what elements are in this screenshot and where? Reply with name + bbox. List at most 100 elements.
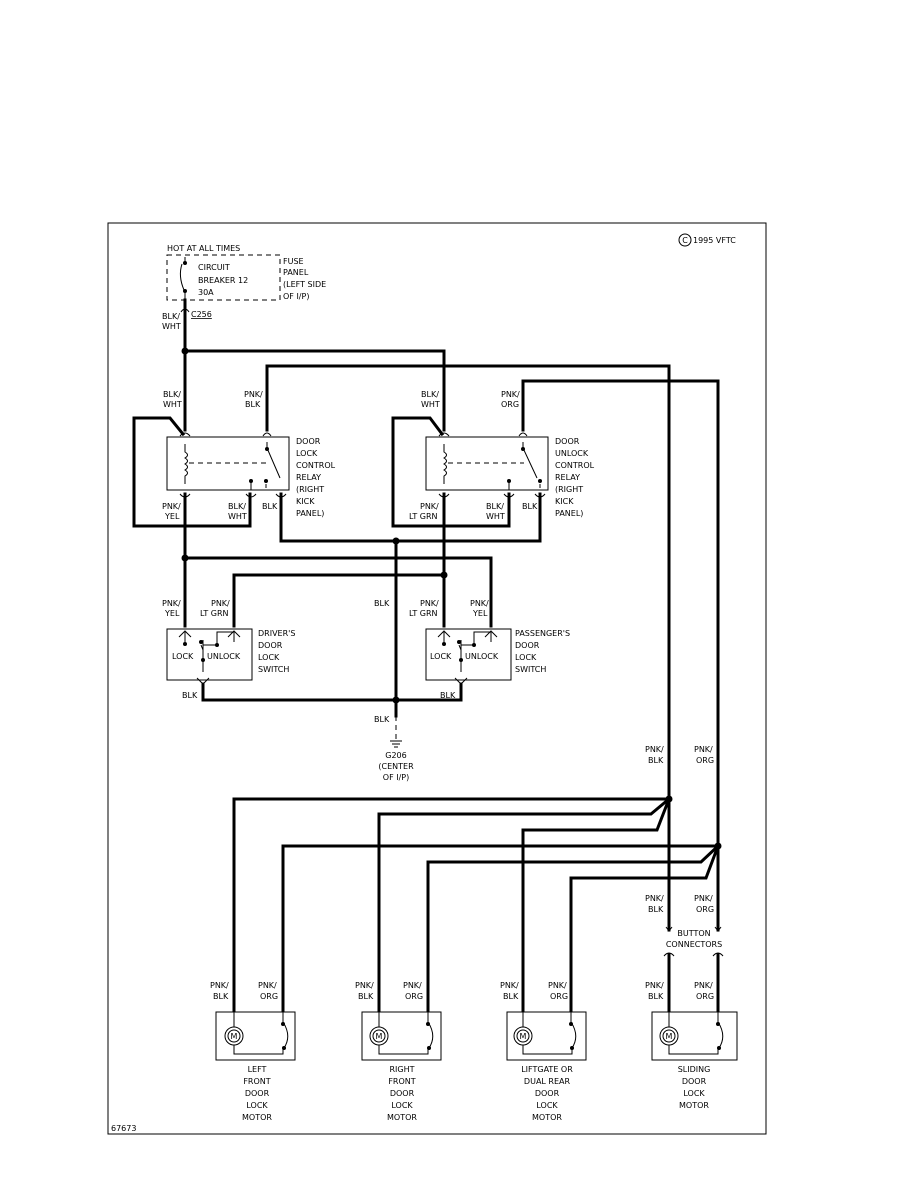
button-connectors-label-2: CONNECTORS bbox=[666, 940, 722, 949]
ground-label-2: (CENTER bbox=[378, 762, 414, 771]
wire-label-drv-yel-2: YEL bbox=[164, 609, 180, 618]
ground-label-1: G206 bbox=[385, 751, 406, 760]
motor-4-label-4: MOTOR bbox=[679, 1101, 709, 1110]
unlock-relay-label-7: PANEL) bbox=[555, 509, 583, 518]
passengers-door-lock-switch bbox=[425, 628, 512, 685]
motor-1-label-1: LEFT bbox=[248, 1065, 267, 1074]
fuse-panel-3: (LEFT SIDE bbox=[283, 280, 326, 289]
passenger-switch-label-4: SWITCH bbox=[515, 665, 546, 674]
wire-label-btn-pnkblk-1: PNK/ bbox=[645, 894, 664, 903]
motor-3-label-2: DUAL REAR bbox=[524, 1077, 571, 1086]
motor-3-label-5: MOTOR bbox=[532, 1113, 562, 1122]
motor-icon: M bbox=[231, 1032, 238, 1041]
figure-id: 67673 bbox=[111, 1124, 136, 1133]
lock-relay-label-5: (RIGHT bbox=[296, 485, 324, 494]
lock-relay-label-7: PANEL) bbox=[296, 509, 324, 518]
driver-switch-label-1: DRIVER'S bbox=[258, 629, 295, 638]
motor-3-label-1: LIFTGATE OR bbox=[521, 1065, 573, 1074]
motor-icon: M bbox=[666, 1032, 673, 1041]
wire-label-lock-relay-yel-1: PNK/ bbox=[162, 502, 181, 511]
passenger-switch-unlock: UNLOCK bbox=[465, 652, 499, 661]
driver-switch-label-4: SWITCH bbox=[258, 665, 289, 674]
hot-at-all-times: HOT AT ALL TIMES bbox=[167, 244, 240, 253]
m1-label-pnkorg-2: ORG bbox=[260, 992, 278, 1001]
passenger-switch-label-3: LOCK bbox=[515, 653, 537, 662]
passenger-switch-label-2: DOOR bbox=[515, 641, 540, 650]
liftgate-door-lock-motor: M bbox=[506, 1011, 587, 1061]
motor-2-label-2: FRONT bbox=[388, 1077, 415, 1086]
wire-label-btn-pnkorg-2: ORG bbox=[696, 905, 714, 914]
motor-4-label-2: DOOR bbox=[682, 1077, 707, 1086]
wire-label-lock-relay-pnkblk-1: PNK/ bbox=[244, 390, 263, 399]
ground-label-3: OF I/P) bbox=[383, 773, 409, 782]
motor-1-label-5: MOTOR bbox=[242, 1113, 272, 1122]
wire-label-btn-pnkblk-2: BLK bbox=[648, 905, 664, 914]
wire-label-pas-grn-1: PNK/ bbox=[420, 599, 439, 608]
wire-label-right-pnkblk-2: BLK bbox=[648, 756, 664, 765]
passenger-switch-label-1: PASSENGER'S bbox=[515, 629, 570, 638]
driver-switch-unlock: UNLOCK bbox=[207, 652, 241, 661]
passenger-switch-lock: LOCK bbox=[430, 652, 452, 661]
wire-label-lock-relay-in-1: BLK/ bbox=[163, 390, 181, 399]
left-front-door-lock-motor: M bbox=[215, 1011, 296, 1061]
motor-icon: M bbox=[376, 1032, 383, 1041]
m3-label-pnkorg-1: PNK/ bbox=[548, 981, 567, 990]
wire-label-unlock-relay-in-2: WHT bbox=[421, 400, 440, 409]
fuse-panel-1: FUSE bbox=[283, 257, 304, 266]
driver-switch-label-2: DOOR bbox=[258, 641, 283, 650]
switch-interconnect-wires bbox=[183, 539, 493, 718]
unlock-relay-label-5: (RIGHT bbox=[555, 485, 583, 494]
motor-3-label-4: LOCK bbox=[536, 1101, 558, 1110]
fuse-panel-2: PANEL bbox=[283, 268, 309, 277]
m2-label-pnkorg-1: PNK/ bbox=[403, 981, 422, 990]
wire-label-drv-grn-1: PNK/ bbox=[211, 599, 230, 608]
wire-label-right-pnkorg-1: PNK/ bbox=[694, 745, 713, 754]
driver-switch-lock: LOCK bbox=[172, 652, 194, 661]
wire-label-lock-relay-pnkblk-2: BLK bbox=[245, 400, 261, 409]
lock-relay-label-2: LOCK bbox=[296, 449, 318, 458]
m4-label-pnkblk-1: PNK/ bbox=[645, 981, 664, 990]
sliding-door-lock-motor: M bbox=[651, 1011, 738, 1061]
m1-label-pnkorg-1: PNK/ bbox=[258, 981, 277, 990]
m3-label-pnkblk-2: BLK bbox=[503, 992, 519, 1001]
wire-label-lock-relay-yel-2: YEL bbox=[164, 512, 180, 521]
unlock-relay-label-2: UNLOCK bbox=[555, 449, 589, 458]
wire-label-lock-relay-blkwht-2: WHT bbox=[228, 512, 247, 521]
feed-wires bbox=[132, 298, 720, 932]
m2-label-pnkblk-1: PNK/ bbox=[355, 981, 374, 990]
motor-2-label-3: DOOR bbox=[390, 1089, 415, 1098]
unlock-relay-label-4: RELAY bbox=[555, 473, 580, 482]
wire-label-unlock-relay-in-1: BLK/ bbox=[421, 390, 439, 399]
motor-3-label-3: DOOR bbox=[535, 1089, 560, 1098]
motor-2-label-4: LOCK bbox=[391, 1101, 413, 1110]
lock-relay-label-1: DOOR bbox=[296, 437, 321, 446]
lock-relay-label-6: KICK bbox=[296, 497, 315, 506]
wire-label-fuse-1: BLK/ bbox=[162, 312, 180, 321]
fuse-line-3: 30A bbox=[198, 288, 214, 297]
wire-label-pas-grn-2: LT GRN bbox=[409, 609, 438, 618]
wire-label-unlock-relay-blkwht-1: BLK/ bbox=[486, 502, 504, 511]
wire-label-blk-ground: BLK bbox=[374, 599, 390, 608]
fuse-panel-4: OF I/P) bbox=[283, 292, 309, 301]
ground-g206-symbol bbox=[390, 716, 402, 748]
wire-label-blk-g206: BLK bbox=[374, 715, 390, 724]
lock-relay-label-3: CONTROL bbox=[296, 461, 336, 470]
unlock-relay-label-3: CONTROL bbox=[555, 461, 595, 470]
wire-label-pas-yel-1: PNK/ bbox=[470, 599, 489, 608]
lock-relay-label-4: RELAY bbox=[296, 473, 321, 482]
wire-label-drv-grn-2: LT GRN bbox=[200, 609, 229, 618]
wire-label-unlock-relay-pnkorg-2: ORG bbox=[501, 400, 519, 409]
m1-label-pnkblk-1: PNK/ bbox=[210, 981, 229, 990]
wire-label-drv-yel-1: PNK/ bbox=[162, 599, 181, 608]
button-connectors-label-1: BUTTON bbox=[677, 929, 710, 938]
unlock-relay-label-6: KICK bbox=[555, 497, 574, 506]
diagram-frame bbox=[107, 222, 767, 1135]
m2-label-pnkorg-2: ORG bbox=[405, 992, 423, 1001]
connector-c256: C256 bbox=[191, 310, 212, 319]
fuse-line-1: CIRCUIT bbox=[198, 263, 230, 272]
wire-label-unlock-relay-ltgrn-1: PNK/ bbox=[420, 502, 439, 511]
wire-label-lock-relay-in-2: WHT bbox=[163, 400, 182, 409]
copyright-icon bbox=[678, 233, 692, 247]
fuse-line-2: BREAKER 12 bbox=[198, 276, 248, 285]
